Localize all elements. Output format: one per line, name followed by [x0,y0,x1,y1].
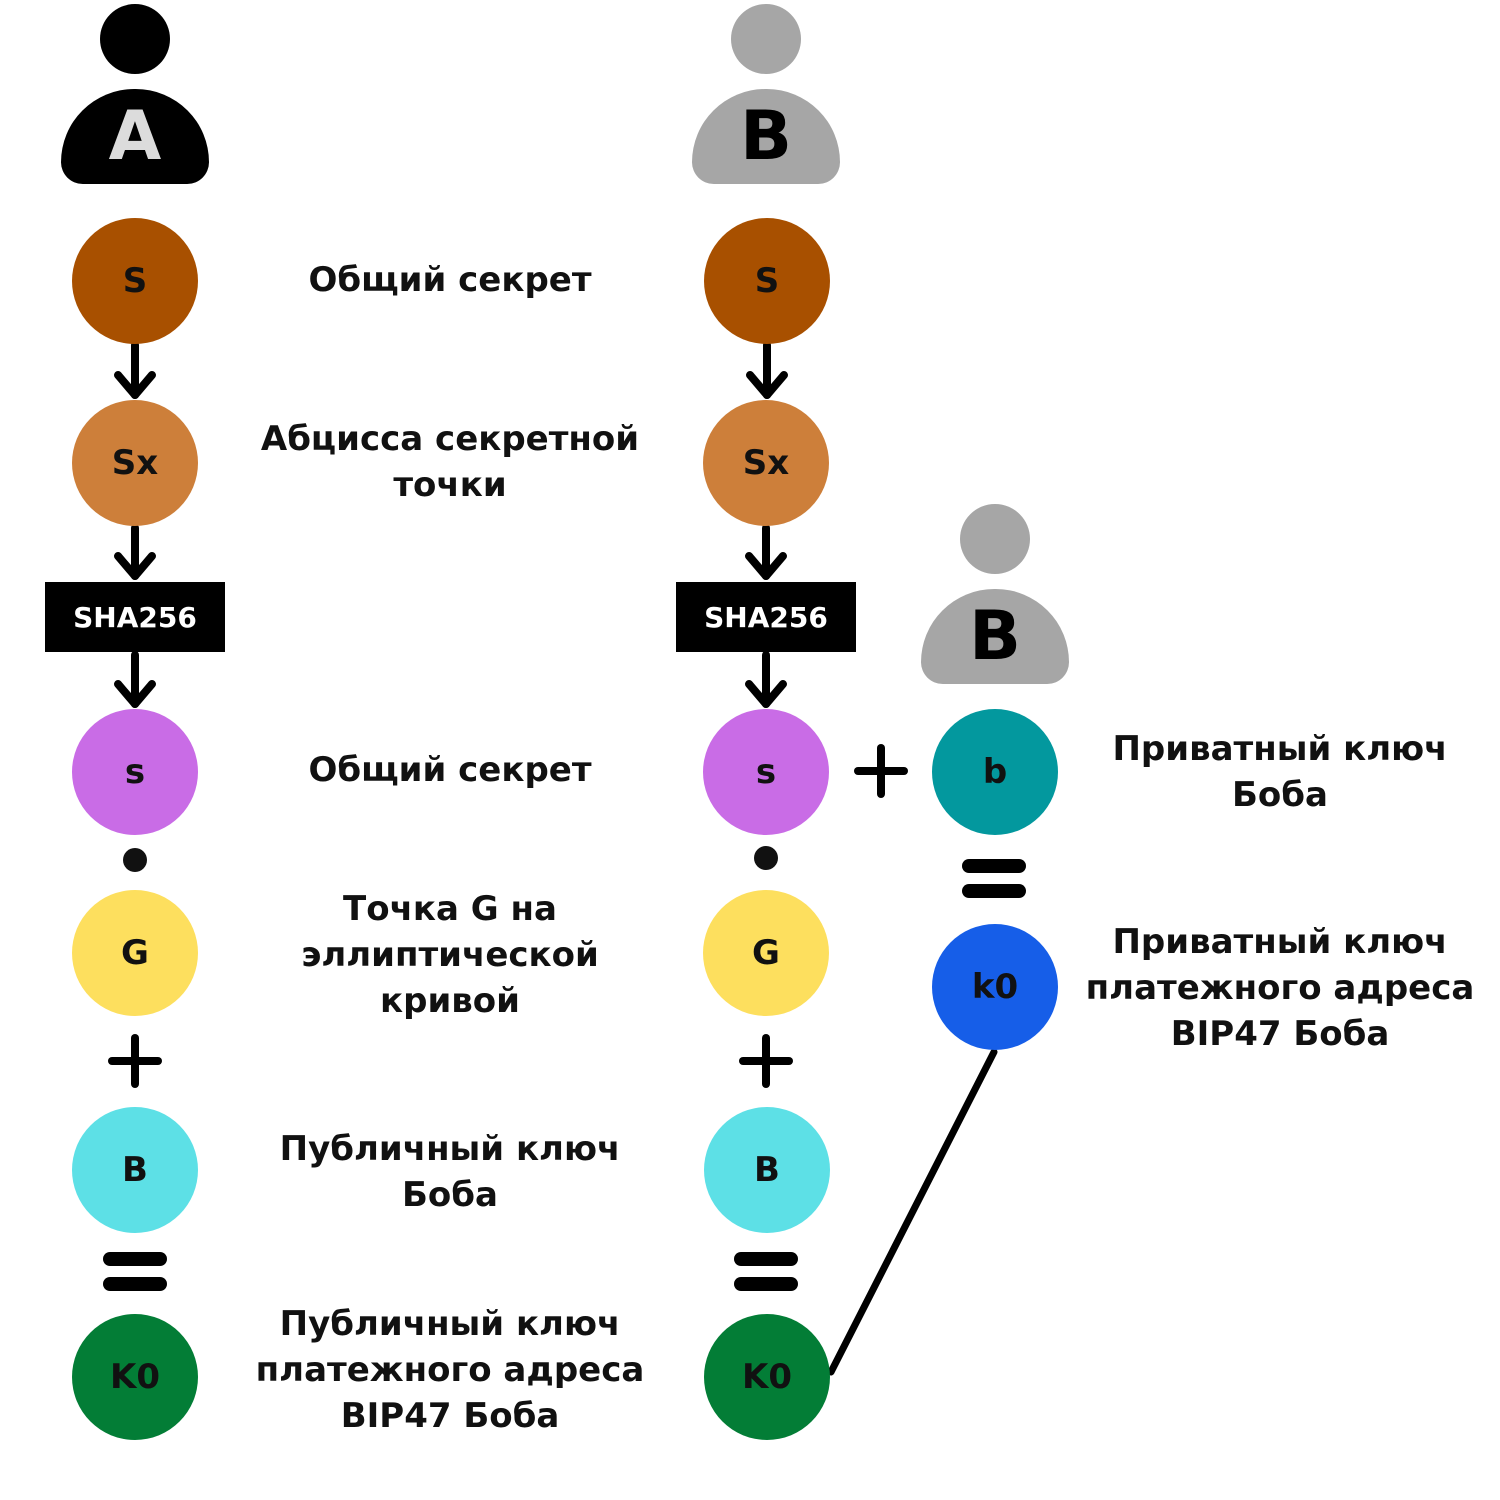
plus-private [854,744,908,798]
person-icon-body: B [921,589,1069,684]
node-k0: k0 [932,924,1058,1050]
node-B-right: B [704,1107,830,1233]
sha256-box-right: SHA256 [676,582,856,652]
arrow-hash-to-s-right [745,651,787,708]
multiply-dot-left [123,848,147,872]
node-K0-right: K0 [704,1314,830,1440]
bob-letter: B [740,97,792,176]
person-icon-body: A [61,89,209,184]
equals-right [734,1252,798,1291]
node-s-left: s [72,709,198,835]
arrow-hash-to-s-left [114,651,156,708]
alice-letter: A [108,97,162,176]
sha256-box-left: SHA256 [45,582,225,652]
person-icon-head [100,4,170,74]
node-s-right: s [703,709,829,835]
plus-right [739,1034,793,1088]
node-S-right: S [704,218,830,344]
node-S-left: S [72,218,198,344]
node-Sx-right: Sx [703,400,829,526]
plus-left [108,1034,162,1088]
arrow-s-to-sx-right [746,341,788,399]
person-icon-head [960,504,1030,574]
label-shared-secret-2: Общий секрет [308,750,592,790]
bob-letter: B [969,597,1021,676]
alice-avatar: A [61,4,211,189]
arrow-sx-to-hash-right [745,524,787,580]
node-B-left: B [72,1107,198,1233]
node-G-left: G [72,890,198,1016]
multiply-dot-right [754,846,778,870]
bob-avatar-right: B [921,504,1071,689]
node-b: b [932,709,1058,835]
link-k0-to-K0 [827,1048,998,1376]
arrow-s-to-sx-left [114,341,156,399]
equals-left [103,1252,167,1291]
node-G-right: G [703,890,829,1016]
node-K0-left: K0 [72,1314,198,1440]
person-icon-head [731,4,801,74]
label-shared-secret-1: Общий секрет [308,260,592,300]
node-Sx-left: Sx [72,400,198,526]
equals-private [962,859,1026,898]
bob-avatar-top: B [692,4,842,189]
person-icon-body: B [692,89,840,184]
arrow-sx-to-hash-left [114,524,156,580]
